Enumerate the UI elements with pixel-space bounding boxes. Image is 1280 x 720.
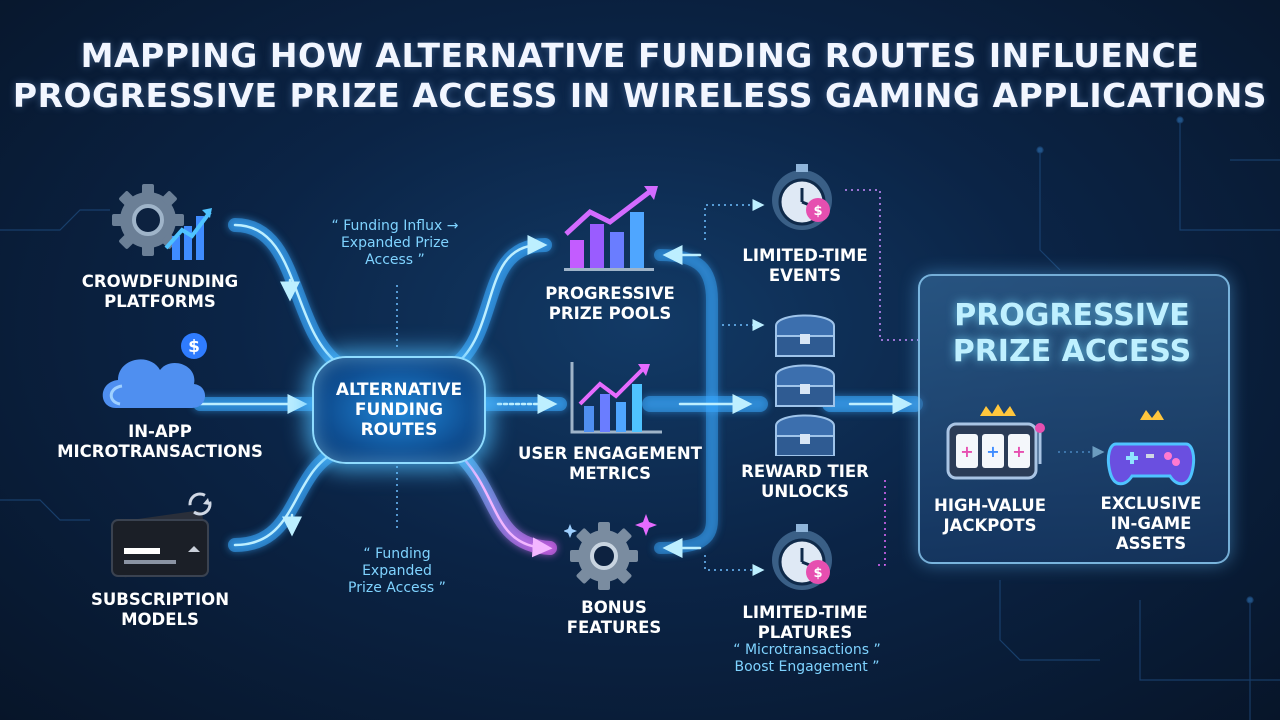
result-jackpots-line1: HIGH-VALUE <box>934 496 1046 515</box>
diagram-title-line2: PROGRESSIVE PRIZE ACCESS IN WIRELESS GAM… <box>12 76 1268 115</box>
hub-line3: ROUTES <box>360 420 438 440</box>
source-crowdfunding-line2: PLATFORMS <box>104 292 216 311</box>
reward-platures-label: LIMITED-TIME PLATURES <box>725 603 885 643</box>
credit-card-icon <box>111 492 212 578</box>
treasure-chest-icon <box>775 314 835 456</box>
svg-text:+: + <box>1012 442 1025 461</box>
hub-line1: ALTERNATIVE <box>335 380 463 400</box>
svg-text:$: $ <box>188 337 200 357</box>
result-assets-line2: IN-GAME <box>1110 514 1192 533</box>
result-panel <box>918 274 1230 564</box>
flow-subscription-to-hub <box>228 443 347 552</box>
quote-top-line3: Access ” <box>365 252 425 268</box>
line-chart-icon <box>570 362 662 434</box>
source-microtransactions-label: IN-APP MICROTRANSACTIONS <box>40 422 280 462</box>
result-assets-line3: ASSETS <box>1115 534 1187 553</box>
circuit-decoration <box>0 116 1280 720</box>
quote-right-line1: “ Microtransactions ” <box>733 642 881 658</box>
quote-bottom-line2: Expanded <box>362 563 432 579</box>
source-subscription-line1: SUBSCRIPTION <box>90 590 230 609</box>
result-title-line1: PROGRESSIVE <box>954 298 1190 333</box>
quote-right: “ Microtransactions ” Boost Engagement ” <box>712 642 902 676</box>
quote-bottom-line3: Prize Access ” <box>348 580 446 596</box>
reward-events-line2: EVENTS <box>768 266 842 285</box>
result-assets-label: EXCLUSIVE IN-GAME ASSETS <box>1086 494 1216 554</box>
source-microtransactions-line1: IN-APP <box>128 422 192 441</box>
middle-bonus-line2: FEATURES <box>566 618 662 637</box>
svg-text:+: + <box>960 442 973 461</box>
quote-top-line2: Expanded Prize <box>340 235 450 251</box>
stopwatch-badge-icon: $ <box>772 164 832 230</box>
quote-top: “ Funding Influx → Expanded Prize Access… <box>320 218 470 269</box>
quote-top-line1: “ Funding Influx → <box>331 218 459 234</box>
quote-bottom: “ Funding Expanded Prize Access ” <box>322 546 472 597</box>
result-jackpots-label: HIGH-VALUE JACKPOTS <box>930 496 1050 536</box>
gear-chart-icon <box>112 184 212 260</box>
svg-text:$: $ <box>813 204 822 219</box>
reward-tier-line2: UNLOCKS <box>761 482 849 501</box>
result-assets-line1: EXCLUSIVE <box>1100 494 1202 513</box>
svg-text:+: + <box>986 442 999 461</box>
source-subscription-line2: MODELS <box>121 610 199 629</box>
svg-text:$: $ <box>813 566 822 581</box>
middle-prize-pools-line2: PRIZE POOLS <box>548 304 672 323</box>
middle-engagement-label: USER ENGAGEMENT METRICS <box>510 444 710 484</box>
slot-machine-icon: + + + <box>946 404 1045 480</box>
reward-platures-line1: LIMITED-TIME <box>742 603 868 622</box>
source-microtransactions-line2: MICROTRANSACTIONS <box>57 442 263 461</box>
cloud-dollar-icon: $ <box>102 333 207 408</box>
middle-bonus-line1: BONUS <box>581 598 647 617</box>
middle-engagement-line2: METRICS <box>568 464 652 483</box>
middle-bonus-label: BONUS FEATURES <box>534 598 694 638</box>
quote-bottom-line1: “ Funding <box>363 546 431 562</box>
result-title-line2: PRIZE ACCESS <box>952 334 1192 369</box>
hub-alternative-funding-routes: ALTERNATIVE FUNDING ROUTES <box>312 356 486 464</box>
stopwatch-badge-icon-2: $ <box>772 524 832 590</box>
middle-prize-pools-line1: PROGRESSIVE <box>545 284 675 303</box>
reward-events-label: LIMITED-TIME EVENTS <box>725 246 885 286</box>
gear-sparkle-icon <box>564 514 657 590</box>
middle-prize-pools-label: PROGRESSIVE PRIZE POOLS <box>520 284 700 324</box>
reward-tier-label: REWARD TIER UNLOCKS <box>725 462 885 502</box>
gamepad-crown-icon <box>1106 410 1196 486</box>
flow-collector <box>654 249 718 554</box>
result-jackpots-line2: JACKPOTS <box>943 516 1037 535</box>
source-crowdfunding-label: CROWDFUNDING PLATFORMS <box>60 272 260 312</box>
reward-tier-line1: REWARD TIER <box>741 462 869 481</box>
middle-engagement-line1: USER ENGAGEMENT <box>518 444 702 463</box>
source-subscription-label: SUBSCRIPTION MODELS <box>60 590 260 630</box>
diagram-title-line1: MAPPING HOW ALTERNATIVE FUNDING ROUTES I… <box>80 36 1200 75</box>
source-crowdfunding-line1: CROWDFUNDING <box>81 272 239 291</box>
bar-chart-rising-icon <box>564 186 658 271</box>
reward-platures-line2: PLATURES <box>757 623 853 642</box>
reward-events-line1: LIMITED-TIME <box>742 246 868 265</box>
quote-right-line2: Boost Engagement ” <box>734 659 880 675</box>
hub-line2: FUNDING <box>354 400 444 420</box>
